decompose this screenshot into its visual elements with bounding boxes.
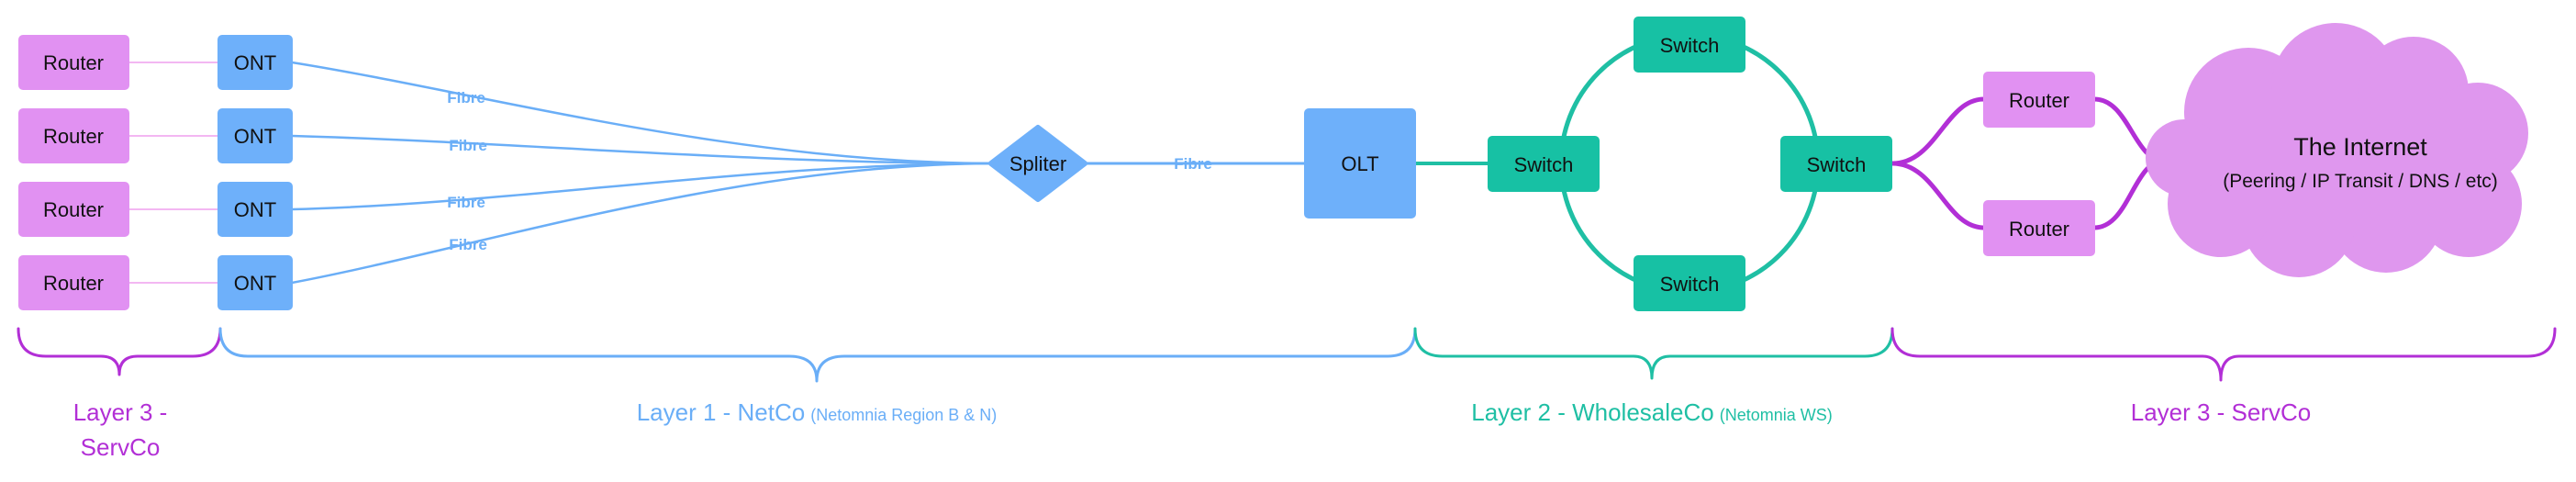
home-router-1[interactable]: Router [18, 35, 129, 90]
brace-netco [218, 327, 1417, 383]
servco-router-top[interactable]: Router [1983, 72, 2095, 128]
home-router-2[interactable]: Router [18, 108, 129, 163]
layer-label-wholesaleco: Layer 2 - WholesaleCo (Netomnia WS) [1471, 398, 1833, 426]
fibre-label-4: Fibre [449, 236, 487, 253]
layer-label-netco: Layer 1 - NetCo(Netomnia Region B & N) [637, 398, 998, 426]
ont-3[interactable]: ONT [217, 182, 293, 237]
layer-labels: Layer 3 - ServCo Layer 1 - NetCo(Netomni… [73, 398, 2312, 461]
layer-braces [17, 327, 2557, 383]
internet-subtitle: (Peering / IP Transit / DNS / etc) [2223, 171, 2498, 192]
home-router-label: Router [43, 51, 104, 74]
fibre-label-2: Fibre [449, 137, 487, 154]
switch-right[interactable]: Switch [1780, 136, 1892, 192]
splitter-label: Spliter [1009, 152, 1066, 175]
switch-top[interactable]: Switch [1634, 17, 1745, 73]
cloud-icon [2146, 23, 2528, 277]
olt-label: OLT [1341, 152, 1378, 175]
layer-label-netco-note: (Netomnia Region B & N) [810, 406, 997, 424]
layer-label-netco-main: Layer 1 - NetCo [637, 398, 806, 426]
brace-servco-right [1890, 327, 2557, 382]
internet-cloud[interactable]: The Internet (Peering / IP Transit / DNS… [2146, 23, 2528, 277]
fibre-labels: Fibre Fibre Fibre Fibre Fibre [447, 89, 1212, 253]
home-router-label: Router [43, 198, 104, 221]
splitter-node[interactable]: Spliter [988, 125, 1087, 202]
fibre-label-1: Fibre [447, 89, 485, 106]
switch-label: Switch [1660, 34, 1720, 57]
switch-router-bottom-link [1890, 161, 1987, 230]
fibre-link-3 [291, 162, 997, 211]
servco-router-label: Router [2009, 218, 2069, 241]
home-router-label: Router [43, 125, 104, 148]
olt-node[interactable]: OLT [1304, 108, 1416, 219]
switch-bottom[interactable]: Switch [1634, 255, 1745, 311]
servco-router-bottom[interactable]: Router [1983, 200, 2095, 256]
ont-label: ONT [234, 125, 276, 148]
layer-label-wholesaleco-main: Layer 2 - WholesaleCo [1471, 398, 1713, 426]
servco-router-label: Router [2009, 89, 2069, 112]
layer-label-servco-left-line1: Layer 3 - [73, 398, 168, 426]
switch-label: Switch [1807, 153, 1867, 176]
layer-label-wholesaleco-note: (Netomnia WS) [1720, 406, 1833, 424]
home-router-4[interactable]: Router [18, 255, 129, 310]
ont-1[interactable]: ONT [217, 35, 293, 90]
switch-label: Switch [1660, 273, 1720, 296]
layer-label-servco-left-line2: ServCo [81, 433, 161, 461]
ont-label: ONT [234, 51, 276, 74]
fibre-links [291, 61, 1305, 285]
internet-title: The Internet [2293, 133, 2427, 161]
home-routers: Router Router Router Router [18, 35, 129, 310]
fibre-link-4 [291, 162, 997, 285]
ont-4[interactable]: ONT [217, 255, 293, 310]
fibre-label-olt: Fibre [1174, 155, 1212, 173]
switch-label: Switch [1514, 153, 1574, 176]
switch-router-top-link [1890, 96, 1987, 166]
switch-left[interactable]: Switch [1488, 136, 1600, 192]
layer-label-servco-right: Layer 3 - ServCo [2131, 398, 2312, 426]
ont-label: ONT [234, 198, 276, 221]
home-router-label: Router [43, 272, 104, 295]
home-router-3[interactable]: Router [18, 182, 129, 237]
ont-2[interactable]: ONT [217, 108, 293, 163]
fibre-link-1 [291, 61, 997, 165]
brace-wholesaleco [1413, 327, 1894, 380]
router-ont-links [128, 62, 218, 284]
brace-servco-left [17, 327, 222, 376]
ont-label: ONT [234, 272, 276, 295]
onts: ONT ONT ONT ONT [217, 35, 293, 310]
fibre-link-2 [291, 134, 997, 165]
fibre-label-3: Fibre [447, 194, 485, 211]
